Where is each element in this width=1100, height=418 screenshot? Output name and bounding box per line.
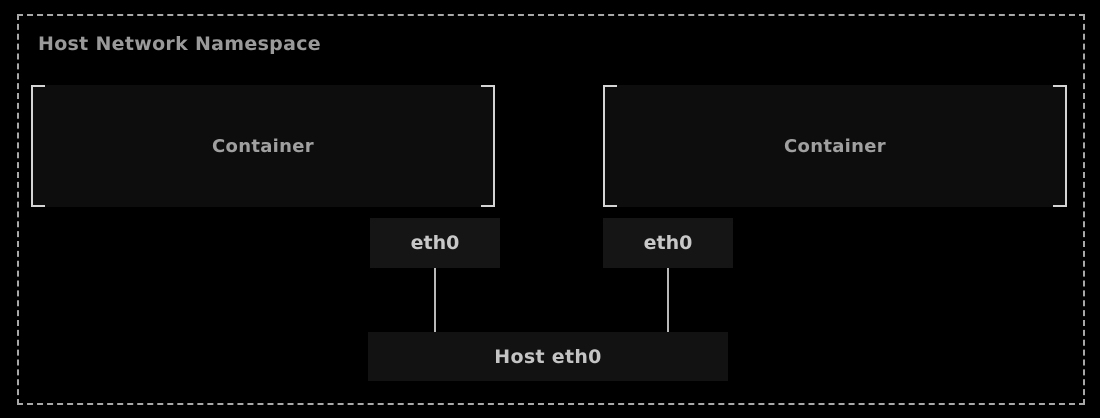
host-eth0-box: Host eth0 [368,332,728,381]
left-bracket-icon [603,85,617,207]
right-bracket-icon [481,85,495,207]
eth0-box-right: eth0 [603,218,733,268]
host-network-namespace-boundary [17,14,1085,405]
connector-line-left [434,268,436,332]
host-eth0-label: Host eth0 [494,345,602,368]
right-bracket-icon [1053,85,1067,207]
eth0-label: eth0 [643,232,693,254]
container-label: Container [212,135,314,157]
container-box-right: Container [603,85,1067,207]
left-bracket-icon [31,85,45,207]
container-label: Container [784,135,886,157]
container-box-left: Container [31,85,495,207]
eth0-label: eth0 [410,232,460,254]
connector-line-right [667,268,669,332]
eth0-box-left: eth0 [370,218,500,268]
host-network-namespace-title: Host Network Namespace [38,33,321,55]
